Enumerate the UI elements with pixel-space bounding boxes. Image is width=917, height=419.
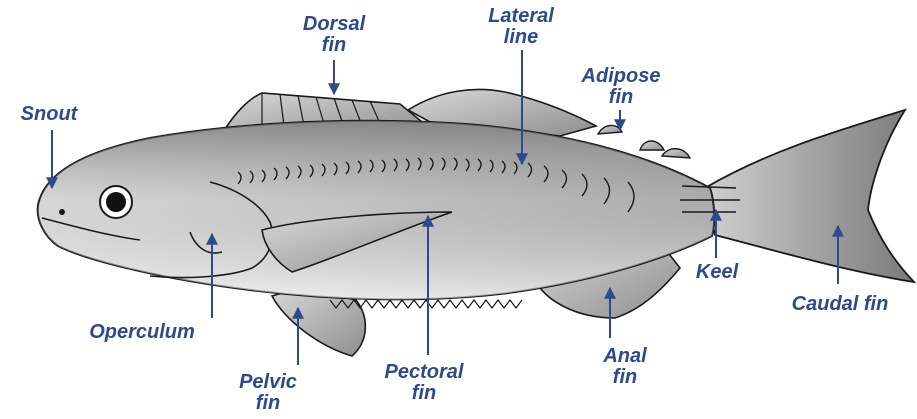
label-pelvic-fin: Pelvic fin xyxy=(222,372,314,414)
label-caudal-fin-line-1: Caudal fin xyxy=(766,294,914,315)
label-keel: Keel xyxy=(680,262,754,283)
label-pectoral-fin-line-1: Pectoral xyxy=(362,362,486,383)
label-lateral-line-line-1: Lateral xyxy=(468,6,574,27)
label-dorsal-fin: Dorsal fin xyxy=(288,14,380,56)
label-adipose-fin-line-2: fin xyxy=(560,87,682,108)
label-pelvic-fin-line-1: Pelvic xyxy=(222,372,314,393)
label-keel-line-1: Keel xyxy=(680,262,754,283)
label-lateral-line: Lateral line xyxy=(468,6,574,48)
eye xyxy=(100,186,132,218)
label-pelvic-fin-line-2: fin xyxy=(222,393,314,414)
label-dorsal-fin-line-2: fin xyxy=(288,35,380,56)
label-operculum: Operculum xyxy=(62,322,222,343)
label-anal-fin-line-1: Anal xyxy=(586,346,664,367)
label-snout: Snout xyxy=(6,104,92,125)
label-pectoral-fin-line-2: fin xyxy=(362,383,486,404)
nostril xyxy=(59,209,65,215)
label-snout-line-1: Snout xyxy=(6,104,92,125)
label-adipose-fin-line-1: Adipose xyxy=(560,66,682,87)
caudal-fin-shape xyxy=(705,110,914,282)
label-caudal-fin: Caudal fin xyxy=(766,294,914,315)
label-pectoral-fin: Pectoral fin xyxy=(362,362,486,404)
label-anal-fin-line-2: fin xyxy=(586,367,664,388)
label-lateral-line-line-2: line xyxy=(468,27,574,48)
label-operculum-line-1: Operculum xyxy=(62,322,222,343)
label-adipose-fin: Adipose fin xyxy=(560,66,682,108)
label-anal-fin: Anal fin xyxy=(586,346,664,388)
label-dorsal-fin-line-1: Dorsal xyxy=(288,14,380,35)
